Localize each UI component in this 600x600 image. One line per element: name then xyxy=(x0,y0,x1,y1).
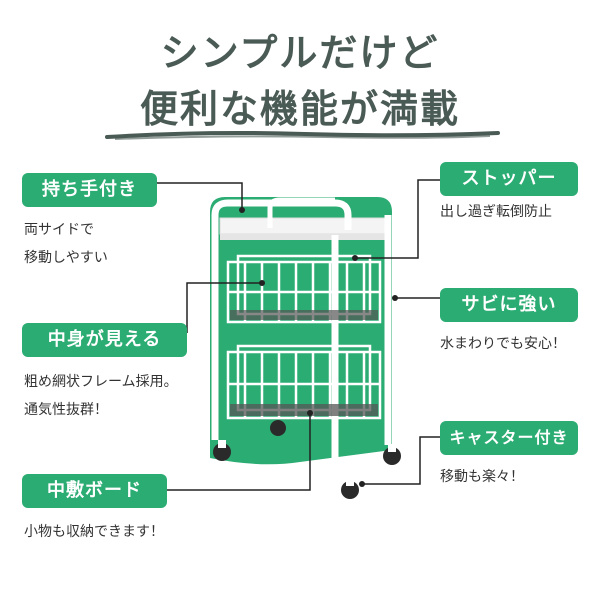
handle-frame xyxy=(211,199,352,440)
badge-stopper: ストッパー xyxy=(440,162,578,196)
leader-caster xyxy=(362,436,440,485)
desc-handle: 両サイドで 移動しやすい xyxy=(24,216,108,272)
badge-visible: 中身が見える xyxy=(22,323,187,357)
desc-stopper: 出し過ぎ転倒防止 xyxy=(440,204,552,220)
badge-caster: キャスター付き xyxy=(440,421,578,455)
leader-stopper xyxy=(355,179,440,259)
badge-handle: 持ち手付き xyxy=(22,173,157,207)
brush-stroke-divider xyxy=(105,131,500,140)
headline-line2: 便利な機能が満載 xyxy=(139,87,460,131)
badge-board: 中敷ボード xyxy=(22,474,167,508)
desc-visible: 粗め網状フレーム採用。 通気性抜群！ xyxy=(24,368,178,424)
leader-board xyxy=(167,413,311,491)
caster-wheels xyxy=(213,420,401,499)
desc-visible-line2: 通気性抜群！ xyxy=(24,402,108,418)
desc-caster: 移動も楽々！ xyxy=(440,469,524,485)
board-lower xyxy=(230,404,378,416)
headline-line1: シンプルだけど xyxy=(160,31,440,75)
desc-handle-line1: 両サイドで xyxy=(24,222,94,238)
desc-rust: 水まわりでも安心！ xyxy=(440,336,566,352)
desc-handle-line2: 移動しやすい xyxy=(24,250,108,266)
desc-visible-line1: 粗め網状フレーム採用。 xyxy=(24,374,178,390)
top-tray xyxy=(219,217,391,235)
badge-rust: サビに強い xyxy=(440,288,578,322)
leader-visible xyxy=(186,282,262,333)
desc-board: 小物も収納できます！ xyxy=(24,524,164,540)
board-upper xyxy=(230,310,378,320)
leader-handle xyxy=(157,182,243,210)
